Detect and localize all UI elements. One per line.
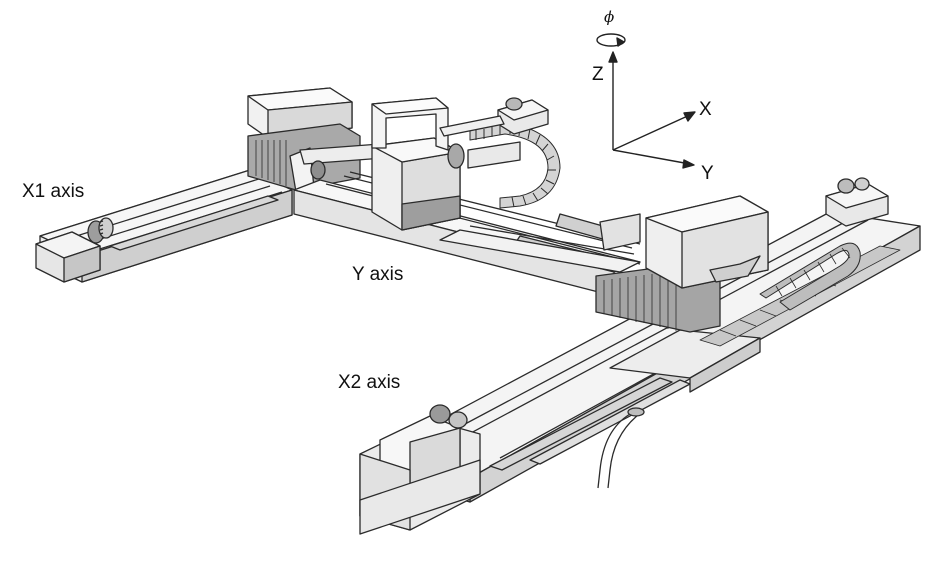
x2-carriage <box>595 195 769 333</box>
x1-axis-rail <box>35 169 293 283</box>
y-rails <box>439 213 641 273</box>
x-arrowhead <box>683 111 696 122</box>
x1-motor <box>35 217 114 283</box>
x2-motor-right <box>825 177 889 227</box>
y-motor-back <box>439 97 549 137</box>
coordinate-frame <box>596 33 696 169</box>
z-arrowhead <box>608 51 618 63</box>
x1-carriage <box>247 87 361 193</box>
y-arrowhead <box>682 159 695 169</box>
x2-motor-front <box>359 404 481 535</box>
y-arrow <box>612 149 691 165</box>
x-label: X <box>699 99 712 120</box>
x-arrow <box>612 113 693 151</box>
y-label: Y <box>701 163 714 184</box>
rotation-arrow <box>596 33 626 47</box>
rotation-arrowhead <box>616 37 625 47</box>
x1-axis-label: X1 axis <box>22 181 85 202</box>
cable-hose <box>597 407 645 489</box>
rotation-label: ϕ <box>604 8 615 26</box>
x2-cable-chain <box>759 242 861 311</box>
z-label: Z <box>592 64 604 85</box>
x2-axis-label: X2 axis <box>338 372 401 393</box>
z-axis-carriage <box>371 97 521 231</box>
y-axis-label: Y axis <box>352 264 404 285</box>
